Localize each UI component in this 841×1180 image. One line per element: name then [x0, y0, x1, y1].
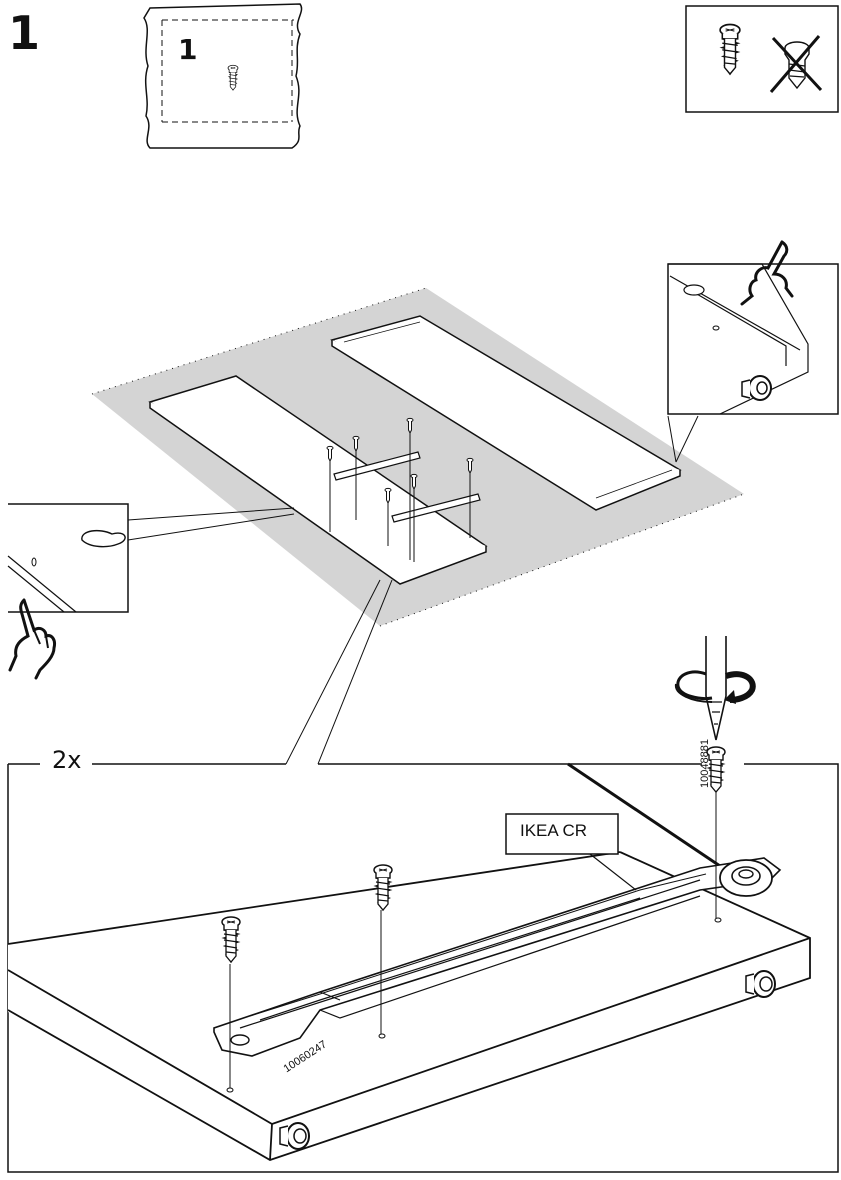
quantity-label: 2x	[48, 748, 86, 772]
drawer-rails	[326, 417, 481, 562]
drawer-rail	[213, 857, 782, 1093]
crossed-screw-icon	[769, 35, 823, 93]
pointing-hand-icon	[740, 240, 794, 306]
hardware-bag	[143, 3, 303, 149]
part-callout-label: IKEA CR	[520, 821, 588, 840]
side-panel-left	[148, 375, 488, 585]
screwdriver-icon	[705, 636, 727, 741]
rotate-arrow-icon	[674, 670, 756, 704]
zoom-lines	[285, 579, 393, 765]
rail-wheel	[719, 859, 773, 897]
part-callout	[505, 813, 637, 891]
detail-frame	[7, 636, 839, 1173]
step-number: 1	[8, 6, 41, 60]
pointing-hand-icon	[8, 598, 56, 680]
cam-lock-icon	[745, 970, 776, 998]
panel-groove-inset	[667, 240, 839, 415]
screw-part-number: 10048881	[699, 739, 711, 788]
hardware-bag-number: 1	[178, 33, 198, 66]
overview-scene	[91, 287, 745, 765]
panel-edge-inset	[7, 503, 129, 680]
screw-selection-box	[685, 5, 839, 113]
cam-lock-icon	[279, 1122, 310, 1150]
side-panel-right	[330, 315, 682, 511]
cam-lock-icon	[741, 375, 772, 401]
